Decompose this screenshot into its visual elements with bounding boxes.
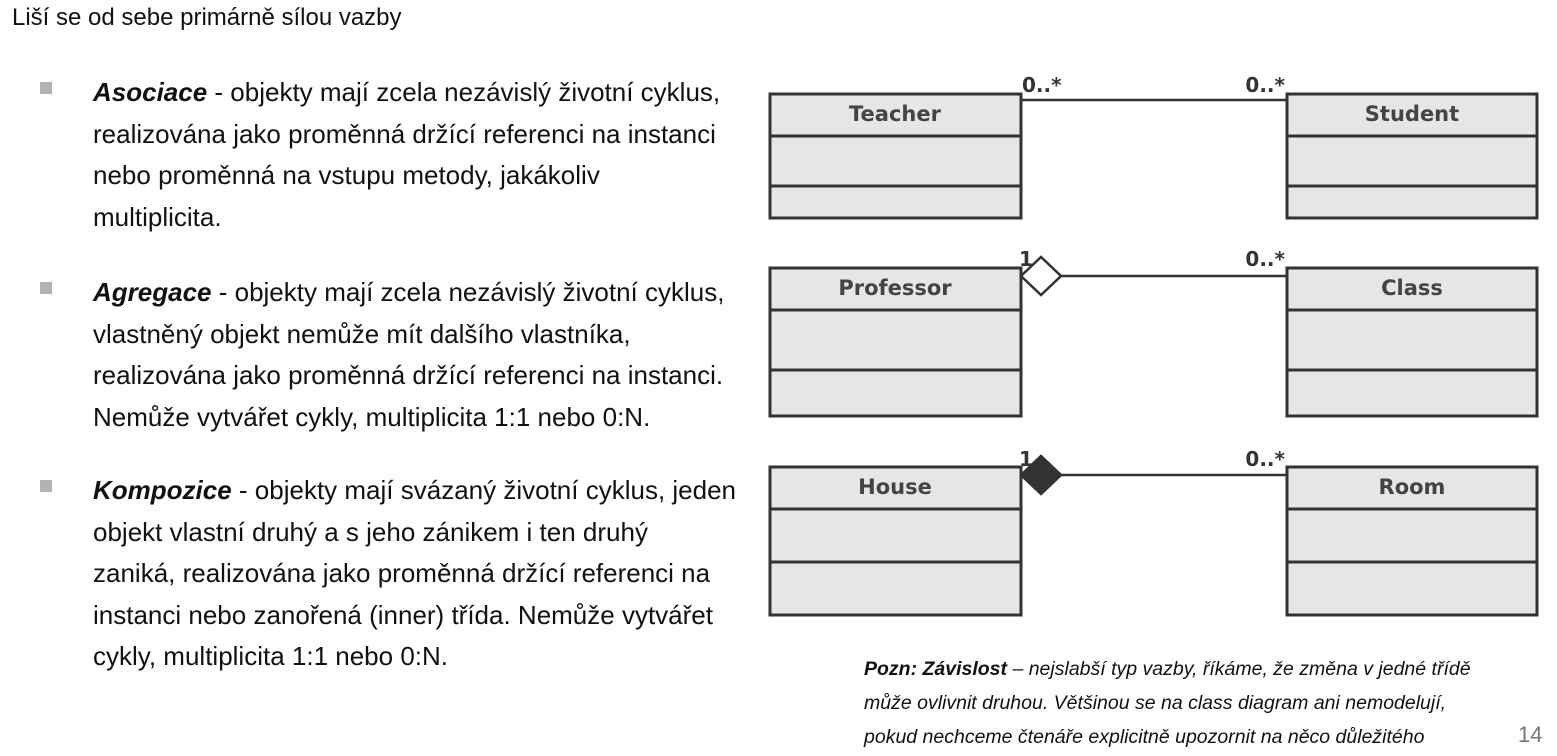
term-kompozice: Kompozice [93,475,232,505]
bullet-agregace: Agregace - objekty mají zcela nezávislý … [40,272,724,438]
bullet-text: instanci nebo zanořená (inner) třída. Ne… [93,599,713,630]
bullet-asociace: Asociace - objekty mají zcela nezávislý … [40,72,720,238]
intro-text: Liší se od sebe primárně sílou vazby [12,4,402,31]
multiplicity-left: 0..* [1022,73,1062,97]
bullet-text: - objekty mají zcela nezávislý životní c… [207,77,721,107]
note-text: pokud nechceme čtenáře explicitně upozor… [864,726,1425,748]
bullet-text: Nemůže vytvářet cykly, multiplicita 1:1 … [93,401,651,432]
multiplicity-right: 0..* [1245,447,1285,471]
bullet-text: multiplicita. [93,201,222,232]
uml-row-aggregation: Professor Class 1 0..* [768,247,1539,418]
class-name-class: Class [1381,276,1443,300]
uml-class-professor: Professor [768,266,1023,418]
page-number: 14 [1518,722,1543,747]
bullet-kompozice: Kompozice - objekty mají svázaný životní… [40,470,736,678]
bullet-text: - objekty mají svázaný životní cyklus, j… [231,475,737,505]
class-name-room: Room [1379,475,1446,499]
bullet-square-icon [40,480,52,492]
note-lead: Pozn: Závislost [864,658,1008,680]
multiplicity-left: 1 [1019,447,1033,471]
multiplicity-right: 0..* [1245,73,1285,97]
aggregation-diamond-icon [1019,255,1063,297]
bullet-square-icon [40,82,52,94]
composition-diamond-icon [1019,454,1063,496]
bullet-text: zaniká, realizována jako proměnná držící… [93,558,711,588]
bullet-text: vlastněný objekt nemůže mít dalšího vlas… [93,318,631,349]
bullet-text: objekt vlastní druhý a s jeho zánikem i … [93,516,648,547]
uml-class-class: Class [1285,266,1539,418]
uml-class-house: House [768,465,1023,617]
uml-row-association: Teacher Student 0..* 0..* [768,73,1539,220]
class-name-teacher: Teacher [849,102,942,126]
uml-class-student: Student [1285,92,1539,220]
dependency-note: Pozn: Závislost – nejslabší typ vazby, ř… [864,652,1524,754]
term-agregace: Agregace [93,277,212,307]
bullet-square-icon [40,282,52,294]
bullet-text: nebo proměnná na vstupu metody, jakákoli… [93,160,600,190]
bullet-text: - objekty mají zcela nezávislý životní c… [211,277,725,307]
class-name-house: House [858,475,932,499]
bullet-text: realizována jako proměnná držící referen… [93,118,716,149]
uml-row-composition: House Room 1 0..* [768,447,1539,617]
class-name-student: Student [1365,102,1459,126]
multiplicity-right: 0..* [1245,247,1285,271]
bullet-text: cykly, multiplicita 1:1 nebo 0:N. [93,641,448,671]
uml-class-diagram: Teacher Student 0..* 0..* Professor Clas… [768,73,1539,617]
uml-class-teacher: Teacher [768,92,1023,220]
class-name-professor: Professor [838,276,952,300]
multiplicity-left: 1 [1019,247,1033,271]
term-asociace: Asociace [93,77,208,107]
uml-class-room: Room [1285,465,1539,617]
bullet-text: realizována jako proměnná držící referen… [93,360,724,390]
note-text: může ovlivnit druhou. Většinou se na cla… [864,692,1447,714]
note-text: – nejslabší typ vazby, říkáme, že změna … [1007,658,1471,680]
